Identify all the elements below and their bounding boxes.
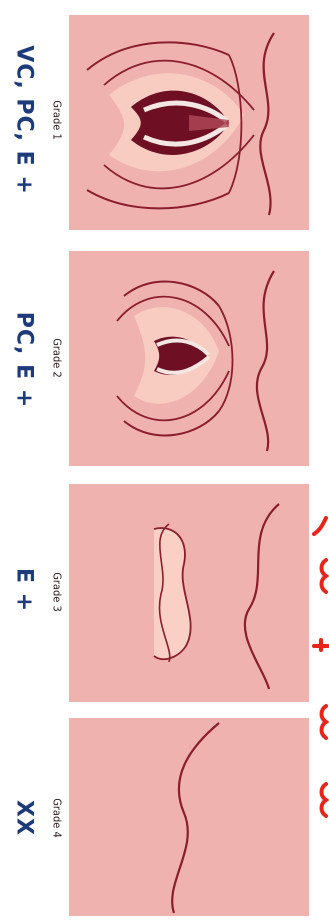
grade-2-larynx-drawing xyxy=(69,251,309,466)
grade-3-label: Grade 3 xyxy=(51,572,64,612)
grade-4-larynx-drawing xyxy=(69,718,309,916)
grade-3-image xyxy=(69,484,309,702)
grade-3-structures: E + xyxy=(12,568,37,612)
grade-3-larynx-drawing xyxy=(69,484,309,702)
grade-1-image xyxy=(69,15,309,230)
grade-1-label: Grade 1 xyxy=(51,100,64,140)
panel-background xyxy=(69,484,309,702)
grade-4-label: Grade 4 xyxy=(51,798,64,838)
red-annotation-marks xyxy=(300,500,329,840)
grade-2-label: Grade 2 xyxy=(51,338,64,378)
grade-2-structures: PC, E + xyxy=(12,312,37,408)
grade-1-structures: VC, PC, E + xyxy=(12,45,37,195)
grade-4-structures: XX xyxy=(12,800,37,836)
grade-1-larynx-drawing xyxy=(69,15,309,230)
panel-background xyxy=(69,718,309,916)
grade-4-image xyxy=(69,718,309,916)
grade-2-image xyxy=(69,251,309,466)
